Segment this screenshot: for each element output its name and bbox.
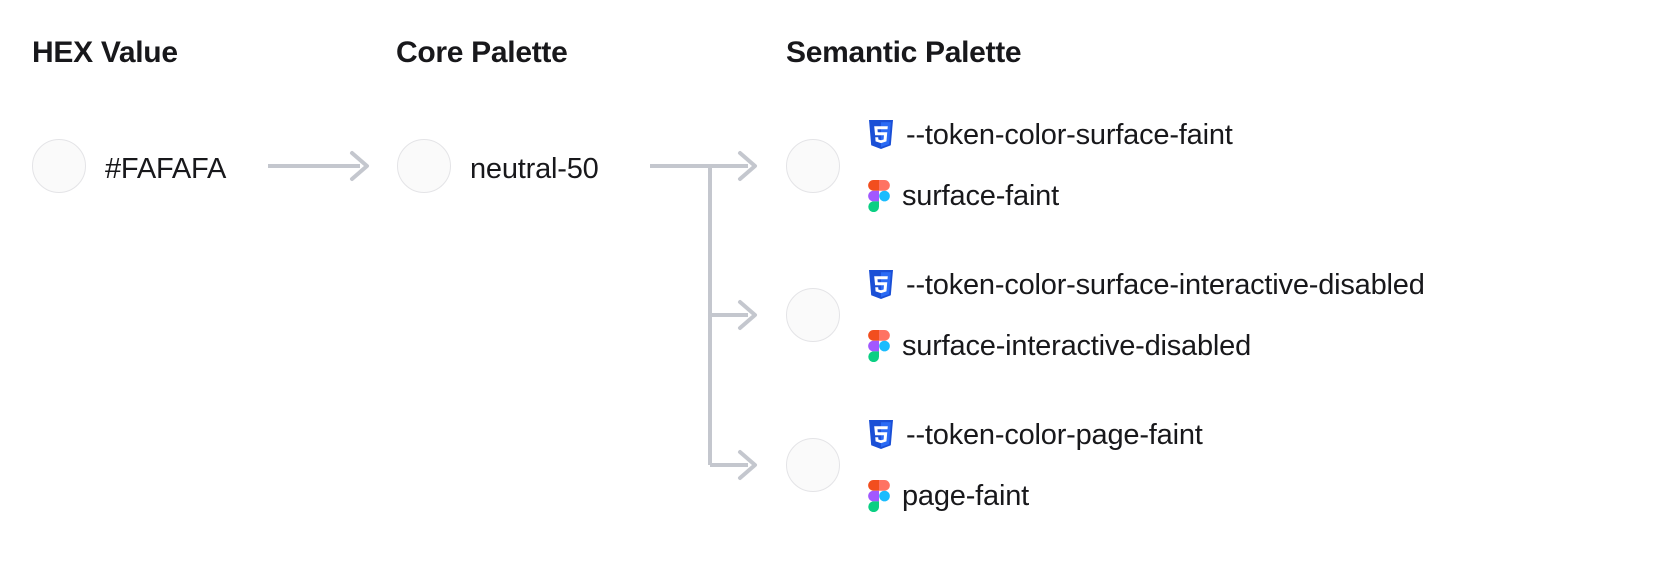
semantic-token-row-0-figma: surface-faint: [868, 180, 1059, 212]
column-heading-core-palette: Core Palette: [396, 36, 568, 69]
css3-icon: [868, 270, 894, 300]
semantic-token-row-1-css: --token-color-surface-interactive-disabl…: [868, 270, 1425, 300]
swatch-core-palette: [397, 139, 451, 193]
swatch-semantic-0: [786, 139, 840, 193]
css3-icon: [868, 120, 894, 150]
semantic-token-css-label: --token-color-page-faint: [906, 418, 1203, 451]
swatch-semantic-1: [786, 288, 840, 342]
semantic-token-row-0-css: --token-color-surface-faint: [868, 120, 1233, 150]
hex-value-label: #FAFAFA: [105, 153, 227, 185]
semantic-token-row-2-figma: page-faint: [868, 480, 1029, 512]
semantic-token-row-1-figma: surface-interactive-disabled: [868, 330, 1251, 362]
swatch-hex-value: [32, 139, 86, 193]
swatch-semantic-2: [786, 438, 840, 492]
css3-icon: [868, 420, 894, 450]
figma-icon: [868, 330, 890, 362]
core-palette-label: neutral-50: [470, 153, 599, 185]
column-heading-semantic-palette: Semantic Palette: [786, 36, 1022, 69]
figma-icon: [868, 480, 890, 512]
semantic-token-css-label: --token-color-surface-faint: [906, 118, 1233, 151]
semantic-token-figma-label: page-faint: [902, 479, 1029, 512]
semantic-token-css-label: --token-color-surface-interactive-disabl…: [906, 268, 1425, 301]
column-heading-hex-value: HEX Value: [32, 36, 178, 69]
semantic-token-figma-label: surface-interactive-disabled: [902, 329, 1252, 362]
semantic-token-row-2-css: --token-color-page-faint: [868, 420, 1203, 450]
semantic-token-figma-label: surface-faint: [902, 179, 1059, 212]
figma-icon: [868, 180, 890, 212]
